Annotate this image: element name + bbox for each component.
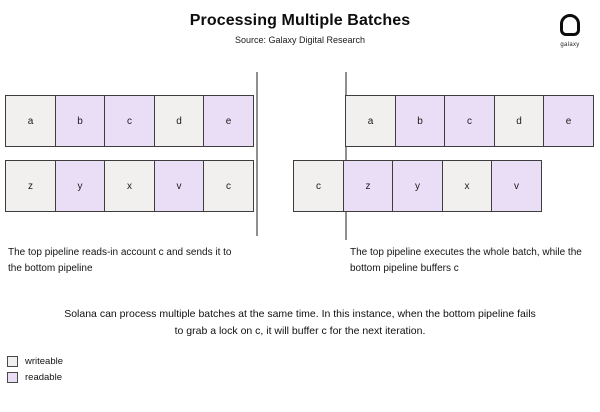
batch-boundary-line-left bbox=[256, 72, 258, 236]
pipeline-cell-d: d bbox=[493, 95, 545, 147]
legend: writeable readable bbox=[7, 356, 63, 388]
pipeline-cell-b: b bbox=[394, 95, 446, 147]
readable-label: readable bbox=[25, 372, 62, 383]
pipeline-cell-v: v bbox=[153, 160, 205, 212]
pipeline-cell-c: c bbox=[104, 95, 155, 147]
page-title: Processing Multiple Batches bbox=[189, 12, 411, 29]
pipeline-cell-y: y bbox=[392, 160, 443, 212]
left-diagram-caption: The top pipeline reads-in account c and … bbox=[8, 247, 232, 274]
galaxy-logo: galaxy bbox=[553, 14, 587, 48]
pipeline-cell-a: a bbox=[5, 95, 56, 147]
pipeline-cell-z: z bbox=[5, 160, 56, 212]
pipeline-cell-y: y bbox=[54, 160, 106, 212]
source-attribution: Source: Galaxy Digital Research bbox=[234, 35, 366, 45]
pipeline-cell-c: c bbox=[293, 160, 344, 212]
batch-boundary-line-right bbox=[345, 72, 347, 240]
writeable-label: writeable bbox=[25, 356, 64, 367]
pipeline-cell-v: v bbox=[491, 160, 542, 212]
pipeline-cell-e: e bbox=[543, 95, 594, 147]
readable-swatch bbox=[7, 372, 18, 383]
pipeline-cell-e: e bbox=[203, 95, 254, 147]
legend-row-readable: readable bbox=[7, 372, 63, 383]
pipeline-cell-d: d bbox=[153, 95, 205, 147]
writeable-swatch bbox=[7, 356, 18, 367]
pipeline-cell-c: c bbox=[444, 95, 495, 147]
pipeline-cell-z: z bbox=[342, 160, 394, 212]
pipeline-cell-x: x bbox=[104, 160, 155, 212]
explanatory-note: Solana can process multiple batches at t… bbox=[64, 308, 536, 337]
pipeline-cell-a: a bbox=[345, 95, 396, 147]
right-diagram-caption: The top pipeline executes the whole batc… bbox=[350, 247, 582, 274]
legend-row-writeable: writeable bbox=[7, 356, 63, 367]
pipeline-cell-c: c bbox=[203, 160, 254, 212]
galaxy-logo-icon bbox=[560, 14, 580, 36]
galaxy-logo-label: galaxy bbox=[560, 42, 580, 48]
pipeline-cell-x: x bbox=[441, 160, 493, 212]
pipeline-cell-b: b bbox=[54, 95, 106, 147]
